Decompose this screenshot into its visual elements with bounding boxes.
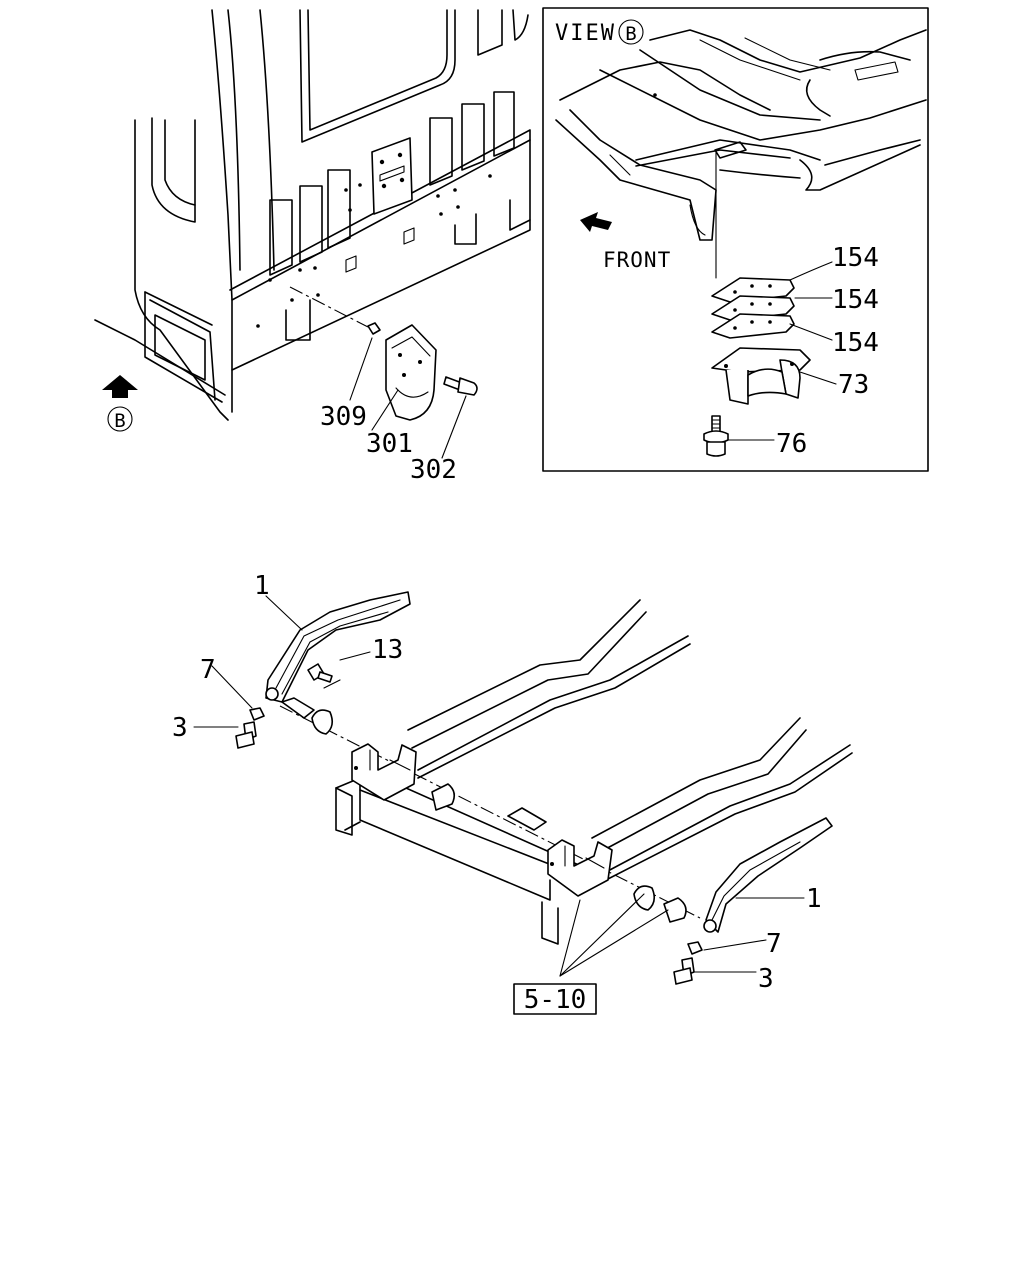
view-b-title-marker-circle xyxy=(618,19,644,45)
cab-mount-drawing xyxy=(711,347,811,405)
front-label: FRONT xyxy=(603,248,671,272)
view-b-title: VIEW xyxy=(555,21,616,46)
callout-1-right: 1 xyxy=(806,884,822,914)
view-b-frame xyxy=(542,7,929,472)
cab-underside-drawing xyxy=(555,29,927,241)
view-b-marker-letter: B xyxy=(114,410,125,432)
callout-7-right: 7 xyxy=(766,929,782,959)
callout-1-left: 1 xyxy=(254,571,270,601)
callout-302: 302 xyxy=(410,455,457,485)
callout-309: 309 xyxy=(320,402,367,432)
torsion-arm-left-drawing xyxy=(235,591,411,749)
callout-154-top: 154 xyxy=(832,243,879,273)
shim-stack-drawing xyxy=(711,277,795,339)
callout-5-10-box: 5-10 xyxy=(513,983,597,1015)
front-direction-arrow xyxy=(580,212,612,232)
callout-3-right: 3 xyxy=(758,964,774,994)
view-b-marker: B xyxy=(107,406,133,432)
callout-301: 301 xyxy=(366,429,413,459)
callout-3-left: 3 xyxy=(172,713,188,743)
view-b-direction-arrow xyxy=(102,375,138,398)
cab-rear-panel-drawing xyxy=(94,9,531,421)
torsion-arm-right-drawing xyxy=(673,817,833,985)
callout-leaders-bottom xyxy=(193,595,805,977)
callout-7-left: 7 xyxy=(200,655,216,685)
callout-5-10: 5-10 xyxy=(524,985,587,1015)
view-b-title-marker: B xyxy=(625,23,636,45)
callout-73: 73 xyxy=(838,370,869,400)
callout-154-bottom: 154 xyxy=(832,328,879,358)
callout-154-middle: 154 xyxy=(832,285,879,315)
bracket-assembly-drawing xyxy=(349,322,478,459)
view-b-inset: VIEW B FR xyxy=(542,7,929,472)
bolt-76-drawing xyxy=(703,415,729,457)
callout-13: 13 xyxy=(372,635,403,665)
callout-76: 76 xyxy=(776,429,807,459)
chassis-frame-drawing xyxy=(279,599,853,945)
